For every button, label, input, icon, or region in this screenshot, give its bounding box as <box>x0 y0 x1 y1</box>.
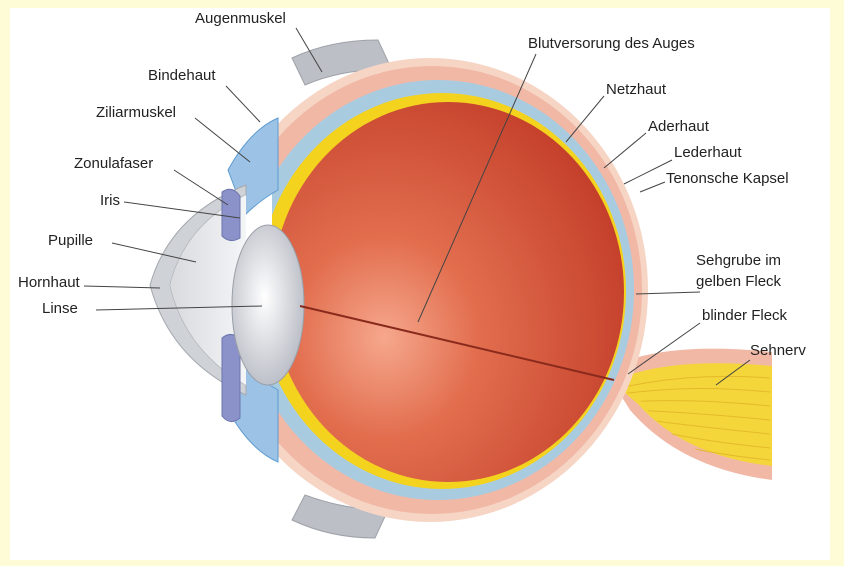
label-blinder-fleck: blinder Fleck <box>702 307 788 324</box>
lens <box>232 225 304 385</box>
label-augenmuskel: Augenmuskel <box>195 10 286 27</box>
vitreous-body <box>272 102 624 482</box>
label-iris: Iris <box>100 192 120 209</box>
label-tenonsche-kapsel: Tenonsche Kapsel <box>666 170 789 187</box>
label-zonulafaser: Zonulafaser <box>74 155 153 172</box>
label-sehnerv: Sehnerv <box>750 342 806 359</box>
label-hornhaut: Hornhaut <box>18 274 81 291</box>
label-linse: Linse <box>42 300 78 317</box>
label-sehgrube-line1: Sehgrube im <box>696 252 781 269</box>
label-sehgrube-line2: gelben Fleck <box>696 273 782 290</box>
label-ziliarmuskel: Ziliarmuskel <box>96 104 176 121</box>
iris-top <box>222 189 240 240</box>
label-netzhaut: Netzhaut <box>606 81 667 98</box>
label-blutversorgung: Blutversorung des Auges <box>528 35 695 52</box>
label-lederhaut: Lederhaut <box>674 144 742 161</box>
label-aderhaut: Aderhaut <box>648 118 710 135</box>
label-pupille: Pupille <box>48 232 93 249</box>
label-bindehaut: Bindehaut <box>148 67 216 84</box>
